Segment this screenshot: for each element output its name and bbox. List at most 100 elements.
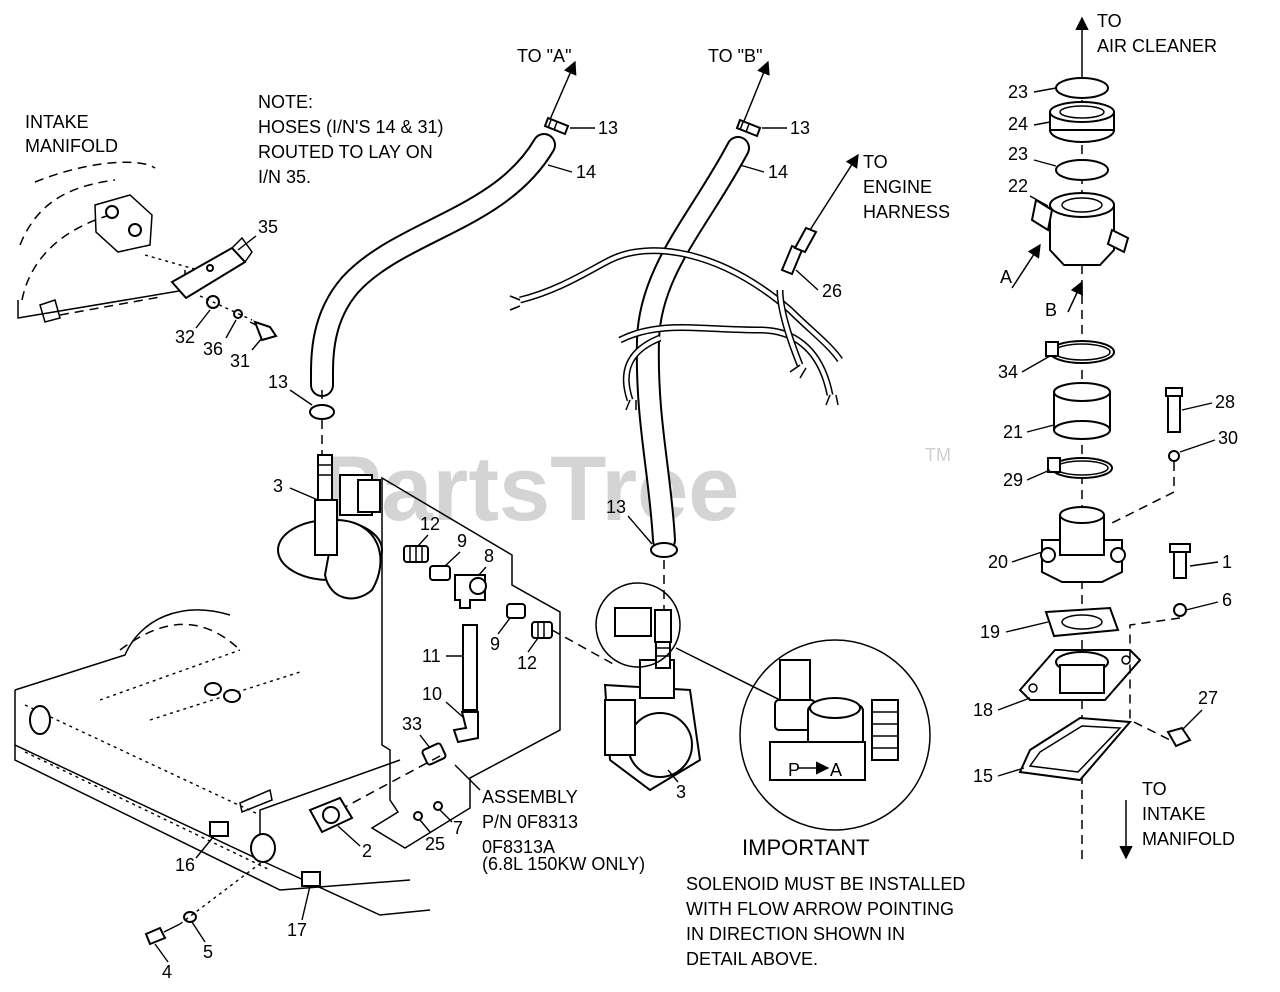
part-number-3-left: 3 bbox=[273, 476, 283, 496]
assembly-line1: ASSEMBLY bbox=[482, 787, 578, 807]
to-engine-harness-line3: HARNESS bbox=[863, 202, 950, 222]
clamp-13-right bbox=[650, 542, 678, 558]
pipe-11 bbox=[462, 624, 478, 711]
fitting-33 bbox=[421, 742, 447, 766]
watermark-text: PartsTree bbox=[320, 438, 739, 540]
tee-8 bbox=[454, 574, 487, 609]
part-number-11: 11 bbox=[422, 646, 441, 666]
gasket-23-bottom bbox=[1055, 159, 1109, 181]
clamp-29 bbox=[1047, 457, 1113, 479]
part-number-12-left: 12 bbox=[420, 514, 440, 534]
intake-manifold-top-line2: MANIFOLD bbox=[25, 136, 118, 156]
nipple-9-left bbox=[429, 565, 451, 581]
bracket-35 bbox=[170, 236, 253, 300]
part-number-20: 20 bbox=[988, 552, 1008, 572]
solenoid-detail-callout bbox=[595, 582, 681, 668]
part-number-18: 18 bbox=[973, 700, 993, 720]
part-number-23-bottom: 23 bbox=[1008, 144, 1028, 164]
part-number-29: 29 bbox=[1003, 470, 1023, 490]
clamp-13-top-left bbox=[543, 116, 570, 136]
part-number-4: 4 bbox=[162, 962, 172, 982]
hardware-25 bbox=[413, 811, 423, 821]
hose-14-left bbox=[309, 133, 556, 397]
part-number-8: 8 bbox=[484, 546, 494, 566]
part-number-13-top-right: 13 bbox=[790, 118, 810, 138]
hose-note-line1: NOTE: bbox=[258, 92, 313, 112]
part-number-2: 2 bbox=[362, 841, 372, 861]
screw-31 bbox=[249, 320, 278, 342]
adapter-24 bbox=[1049, 101, 1115, 143]
part-number-9-left: 9 bbox=[457, 531, 467, 551]
regulator-left bbox=[277, 454, 383, 600]
to-air-cleaner-line1: TO bbox=[1097, 11, 1122, 31]
adapter-18 bbox=[1018, 649, 1142, 701]
part-number-13-right: 13 bbox=[606, 497, 626, 517]
part-number-24: 24 bbox=[1008, 114, 1028, 134]
to-intake-manifold-line2: INTAKE bbox=[1142, 804, 1206, 824]
part-number-35: 35 bbox=[258, 217, 278, 237]
part-number-23-top: 23 bbox=[1008, 82, 1028, 102]
fitting-12-left bbox=[403, 545, 429, 563]
assembly-line2: P/N 0F8313 bbox=[482, 812, 578, 832]
intake-manifold-drawing bbox=[17, 161, 206, 323]
hose-note-line4: I/N 35. bbox=[258, 167, 311, 187]
assembly-line3: 0F8313A bbox=[482, 837, 555, 857]
washer-5 bbox=[183, 911, 197, 923]
part-number-14-right: 14 bbox=[768, 162, 788, 182]
part-number-19: 19 bbox=[980, 622, 1000, 642]
elbow-10 bbox=[452, 711, 479, 744]
hardware-7 bbox=[433, 801, 443, 811]
gasket-19 bbox=[1044, 606, 1120, 638]
hose-note-line3: ROUTED TO LAY ON bbox=[258, 142, 433, 162]
part-number-32: 32 bbox=[175, 327, 195, 347]
fitting-12-right bbox=[531, 621, 553, 639]
bolt-28 bbox=[1165, 387, 1183, 433]
part-number-21: 21 bbox=[1003, 422, 1023, 442]
part-number-12-right: 12 bbox=[517, 653, 537, 673]
part-number-15: 15 bbox=[973, 766, 993, 786]
to-engine-harness-line2: ENGINE bbox=[863, 177, 932, 197]
part-number-3-right: 3 bbox=[676, 782, 686, 802]
part-number-34: 34 bbox=[998, 362, 1018, 382]
solenoid-marking-p: P bbox=[788, 760, 800, 780]
flange-2 bbox=[308, 796, 354, 834]
wiring-harness bbox=[509, 226, 843, 411]
assembly-line4: (6.8L 150KW ONLY) bbox=[482, 854, 645, 874]
assembly-outline bbox=[370, 476, 561, 849]
solenoid-marking-a: A bbox=[830, 760, 842, 780]
to-intake-manifold-line3: MANIFOLD bbox=[1142, 829, 1235, 849]
washer-30 bbox=[1168, 450, 1180, 462]
part-number-36: 36 bbox=[203, 339, 223, 359]
nipple-9-right bbox=[506, 603, 526, 619]
part-number-27: 27 bbox=[1198, 688, 1218, 708]
bolt-1 bbox=[1169, 543, 1191, 579]
mixer-22 bbox=[1030, 192, 1130, 266]
flow-a-label: A bbox=[1000, 267, 1012, 287]
part-number-16: 16 bbox=[175, 855, 195, 875]
watermark-trademark: TM bbox=[925, 445, 951, 465]
part-number-13-top-left: 13 bbox=[598, 118, 618, 138]
intake-manifold-top-line1: INTAKE bbox=[25, 112, 89, 132]
part-number-14-left: 14 bbox=[576, 162, 596, 182]
important-line4: DETAIL ABOVE. bbox=[686, 949, 818, 969]
solenoid-detail-view bbox=[739, 639, 931, 831]
washer-6 bbox=[1173, 603, 1187, 617]
part-number-31: 31 bbox=[230, 351, 250, 371]
part-number-17: 17 bbox=[287, 920, 307, 940]
part-number-13-left: 13 bbox=[268, 372, 288, 392]
part-number-22: 22 bbox=[1008, 176, 1028, 196]
part-number-26: 26 bbox=[822, 281, 842, 301]
to-a-label: TO "A" bbox=[517, 46, 571, 66]
part-number-28: 28 bbox=[1215, 392, 1235, 412]
flow-b-label: B bbox=[1045, 300, 1057, 320]
to-intake-manifold-line1: TO bbox=[1142, 779, 1167, 799]
important-line1: SOLENOID MUST BE INSTALLED bbox=[686, 874, 965, 894]
base-frame bbox=[14, 609, 431, 916]
clamp-13-left bbox=[309, 404, 335, 420]
part-number-10: 10 bbox=[422, 684, 442, 704]
to-engine-harness-line1: TO bbox=[863, 152, 888, 172]
nut-27 bbox=[1166, 726, 1192, 748]
gasket-23-top bbox=[1055, 77, 1109, 99]
part-number-9-right: 9 bbox=[490, 634, 500, 654]
